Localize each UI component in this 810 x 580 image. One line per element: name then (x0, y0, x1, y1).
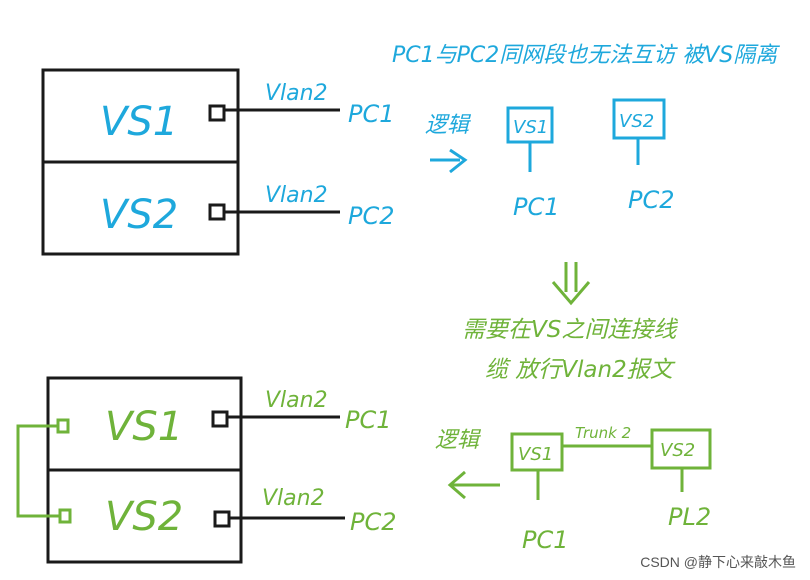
top-diagram: VS1 VS2 Vlan2 Vlan2 PC1 PC2 PC1与PC2同网段也无… (41, 43, 780, 256)
top-pc2-label: PC2 (348, 202, 395, 230)
bottom-logical-pc1: PC1 (522, 526, 569, 554)
top-logical-vs1: VS1 (513, 117, 548, 138)
top-vlan2-label: Vlan2 (265, 183, 328, 208)
bottom-arrow-head (447, 470, 466, 500)
bottom-trunk-label: Trunk 2 (575, 424, 631, 442)
bottom-logical-pc2: PL2 (668, 503, 711, 531)
bottom-vlan2-label: Vlan2 (262, 486, 325, 511)
top-note: PC1与PC2同网段也无法互访 被VS隔离 (392, 43, 780, 68)
top-logical-vs2: VS2 (619, 111, 654, 132)
bottom-note-line1: 需要在VS之间连接线 (462, 317, 678, 343)
bottom-cable-port2 (58, 508, 72, 524)
top-port2 (208, 203, 226, 221)
top-logical-pc2: PC2 (628, 186, 675, 214)
top-logical-label: 逻辑 (425, 113, 472, 138)
bottom-vs2-label: VS2 (105, 494, 183, 540)
bottom-diagram: VS1 VS2 Vlan2 Vlan2 PC1 PC2 需要在VS之间连接线 缆… (16, 317, 712, 564)
bottom-note-line2: 缆 放行Vlan2报文 (485, 357, 676, 383)
bottom-cable-port1 (56, 418, 70, 434)
top-vlan1-label: Vlan2 (265, 81, 328, 106)
top-port1 (208, 104, 226, 122)
bottom-inter-vs-cable (16, 424, 60, 518)
bottom-port2 (213, 510, 231, 528)
bottom-pc1-label: PC1 (345, 406, 392, 434)
bottom-logical-vs1: VS1 (518, 444, 553, 465)
bottom-port1 (211, 410, 229, 428)
bottom-logical-label: 逻辑 (435, 428, 482, 453)
top-vs2-label: VS2 (100, 192, 178, 238)
top-vs1-label: VS1 (100, 99, 178, 145)
bottom-pc2-label: PC2 (350, 508, 397, 536)
watermark: CSDN @静下心来敲木鱼 (640, 554, 796, 570)
transition-arrow (551, 262, 591, 306)
top-pc1-label: PC1 (348, 100, 395, 128)
top-logical-pc1: PC1 (513, 193, 560, 221)
bottom-logical-vs2: VS2 (660, 440, 695, 461)
top-arrow-head (449, 148, 468, 174)
top-vs2-box (41, 160, 240, 256)
bottom-vlan1-label: Vlan2 (265, 388, 328, 413)
bottom-vs1-label: VS1 (105, 404, 183, 450)
